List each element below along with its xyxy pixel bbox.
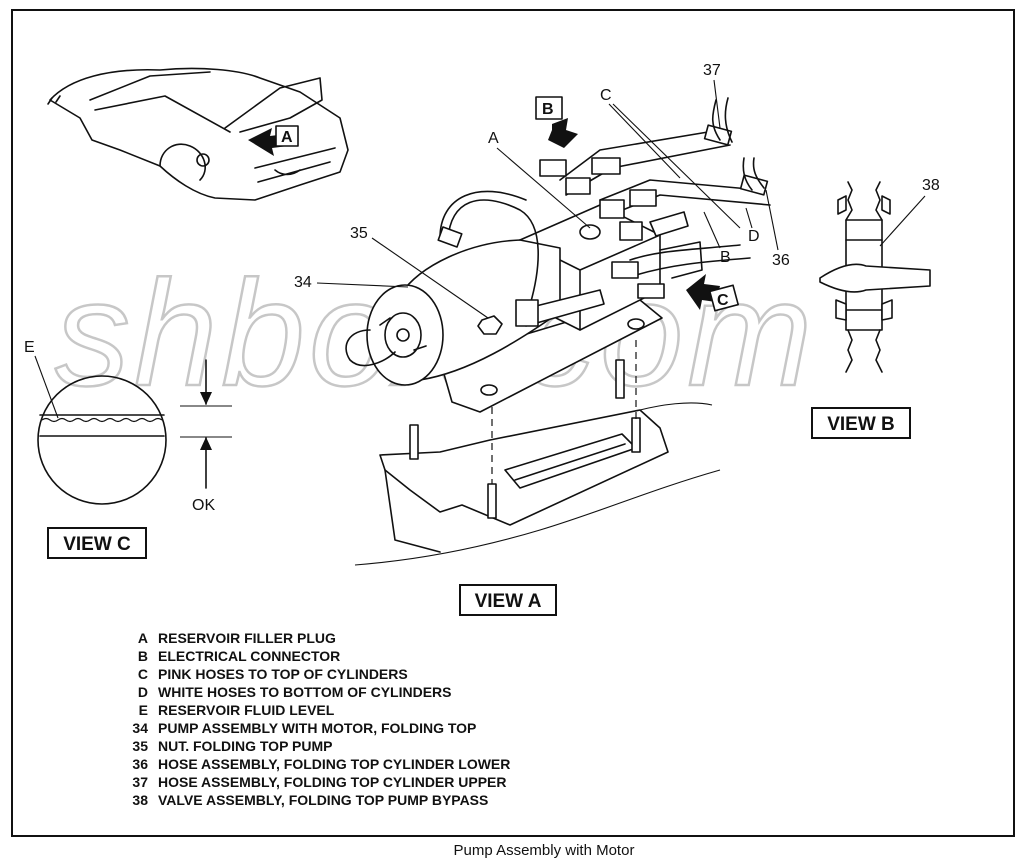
- legend-key: A: [138, 630, 148, 646]
- legend-key: C: [138, 666, 148, 682]
- callout-34: 34: [294, 274, 312, 291]
- callout-d: D: [748, 228, 760, 245]
- view-b-detail: 38: [819, 177, 940, 373]
- legend-key: E: [139, 702, 148, 718]
- callout-e: E: [24, 339, 35, 356]
- arrow-b-label: B: [542, 101, 554, 118]
- callout-37: 37: [703, 62, 721, 79]
- view-a-callouts: 37 C A B D 36 35 34: [294, 62, 790, 319]
- diagram-border: [11, 9, 1015, 837]
- legend-text: WHITE HOSES TO BOTTOM OF CYLINDERS: [158, 684, 452, 700]
- callout-c: C: [600, 87, 612, 104]
- view-a-box: [459, 584, 557, 616]
- car-body-sketch: [47, 67, 349, 201]
- callout-b: B: [720, 249, 731, 266]
- legend-key: 34: [132, 720, 148, 736]
- legend: A RESERVOIR FILLER PLUG B ELECTRICAL CON…: [132, 630, 510, 808]
- legend-key: 35: [132, 738, 148, 754]
- arrow-a-indicator: A: [248, 125, 299, 156]
- callout-38: 38: [922, 177, 940, 194]
- arrow-c-indicator: C: [686, 274, 739, 312]
- legend-key: 38: [132, 792, 148, 808]
- arrow-c-label: C: [717, 292, 729, 309]
- legend-text: PINK HOSES TO TOP OF CYLINDERS: [158, 666, 408, 682]
- figure-caption: Pump Assembly with Motor: [454, 842, 635, 859]
- legend-text: VALVE ASSEMBLY, FOLDING TOP PUMP BYPASS: [158, 792, 488, 808]
- arrow-a-label: A: [281, 129, 293, 146]
- view-b-label: VIEW B: [827, 414, 895, 435]
- legend-text: PUMP ASSEMBLY WITH MOTOR, FOLDING TOP: [158, 720, 476, 736]
- ok-label: OK: [192, 497, 215, 514]
- legend-text: NUT. FOLDING TOP PUMP: [158, 738, 333, 754]
- arrow-b-indicator: B: [535, 96, 578, 148]
- view-a-label: VIEW A: [475, 591, 542, 612]
- legend-key: 37: [132, 774, 148, 790]
- legend-text: HOSE ASSEMBLY, FOLDING TOP CYLINDER UPPE…: [158, 774, 507, 790]
- callout-36: 36: [772, 252, 790, 269]
- callout-a: A: [488, 130, 499, 147]
- legend-key: 36: [132, 756, 148, 772]
- view-c-detail: E OK: [24, 339, 232, 514]
- legend-text: HOSE ASSEMBLY, FOLDING TOP CYLINDER LOWE…: [158, 756, 510, 772]
- legend-text: RESERVOIR FLUID LEVEL: [158, 702, 335, 718]
- view-c-label: VIEW C: [63, 534, 131, 555]
- callout-35: 35: [350, 225, 368, 242]
- view-b-box: [811, 407, 911, 439]
- legend-text: ELECTRICAL CONNECTOR: [158, 648, 340, 664]
- pump-assembly-drawing: [345, 97, 771, 566]
- legend-text: RESERVOIR FILLER PLUG: [158, 630, 336, 646]
- legend-key: B: [138, 648, 148, 664]
- legend-key: D: [138, 684, 148, 700]
- view-c-box: [47, 527, 147, 559]
